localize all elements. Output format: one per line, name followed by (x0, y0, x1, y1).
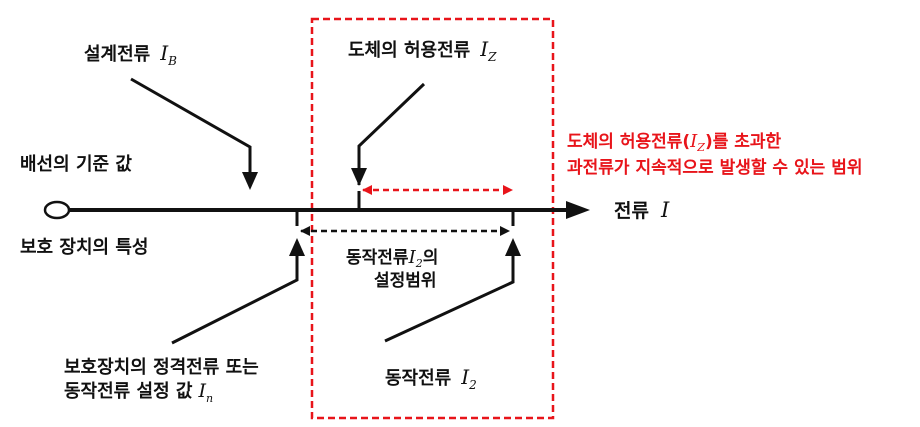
label-operating-range-line2: 설정범위 (374, 271, 437, 291)
label-overcurrent-note-line2: 과전류가 지속적으로 발생할 수 있는 범위 (567, 158, 862, 178)
axis-arrowhead (566, 201, 590, 219)
label-wiring-basis: 배선의 기준 값 (20, 154, 132, 175)
pointer-ampacity (351, 82, 426, 186)
pointer-operating-current (384, 238, 521, 343)
label-operating-range-line1: 동작전류I2의 (346, 247, 438, 270)
pointer-rated-current (171, 238, 305, 345)
axis-origin-circle (43, 200, 71, 220)
label-protection-characteristic: 보호 장치의 특성 (20, 237, 148, 258)
label-overcurrent-note-line1: 도체의 허용전류(IZ)를 초과한 (567, 131, 782, 154)
label-rated-current-line1: 보호장치의 정격전류 또는 (64, 357, 259, 378)
ampacity-region-box (310, 17, 555, 420)
current-axis (43, 200, 590, 220)
pointer-design-current (130, 77, 258, 190)
